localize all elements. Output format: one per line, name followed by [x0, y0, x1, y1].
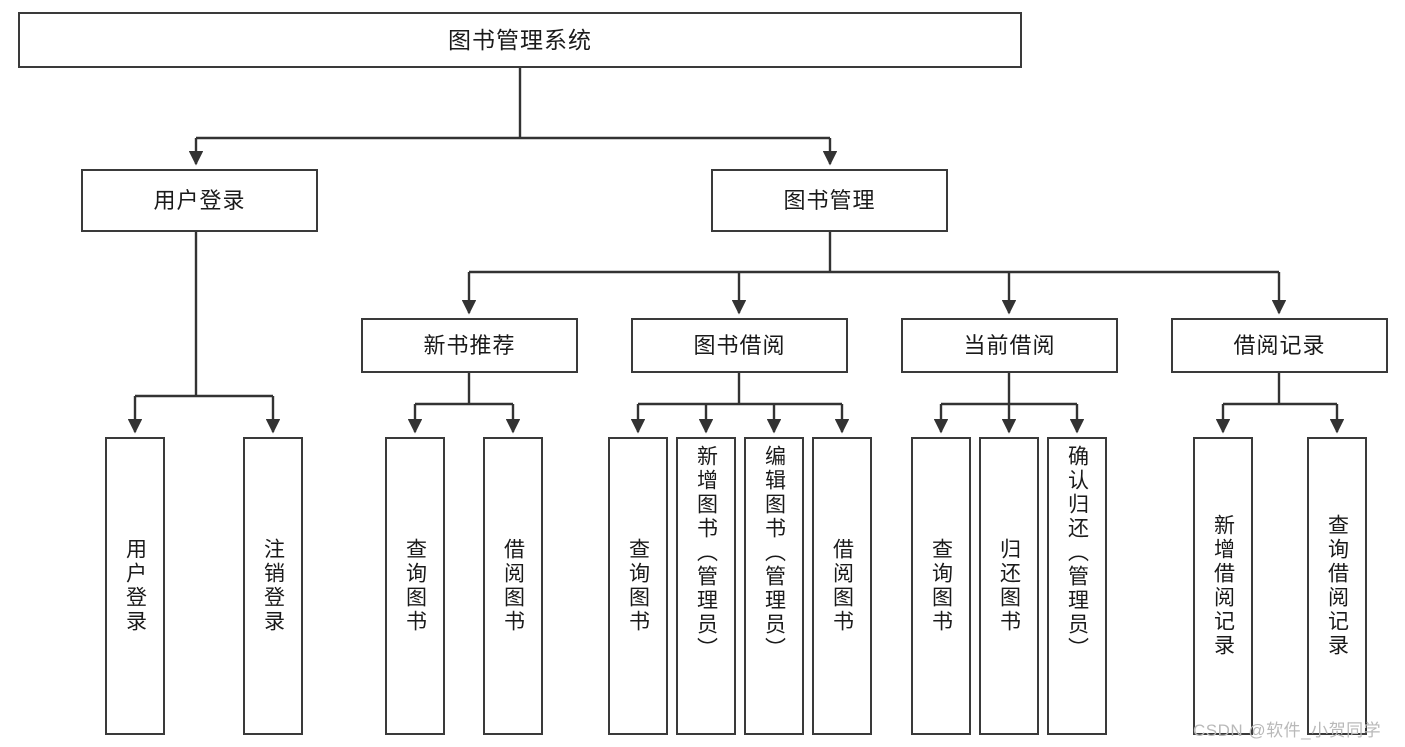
node-label: 查询图书 [929, 538, 953, 634]
node-label: 查询图书 [403, 538, 427, 634]
csdn-watermark: CSDN @软件_小贺同学 [1193, 721, 1382, 740]
leaf-edit-book-admin[interactable]: 编辑图书（管理员） [744, 437, 804, 735]
node-root-book-management-system[interactable]: 图书管理系统 [18, 12, 1022, 68]
node-label: 新增图书（管理员） [694, 445, 718, 661]
node-label: 注销登录 [261, 538, 285, 634]
leaf-logout[interactable]: 注销登录 [243, 437, 303, 735]
node-label: 用户登录 [123, 538, 147, 634]
node-label: 编辑图书（管理员） [762, 445, 786, 661]
node-user-login[interactable]: 用户登录 [81, 169, 318, 232]
node-book-management[interactable]: 图书管理 [711, 169, 948, 232]
leaf-add-book-admin[interactable]: 新增图书（管理员） [676, 437, 736, 735]
leaf-confirm-return-admin[interactable]: 确认归还（管理员） [1047, 437, 1107, 735]
leaf-query-book-current[interactable]: 查询图书 [911, 437, 971, 735]
leaf-query-book-borrowing[interactable]: 查询图书 [608, 437, 668, 735]
node-label: 查询借阅记录 [1325, 514, 1349, 658]
leaf-query-book-recommendation[interactable]: 查询图书 [385, 437, 445, 735]
leaf-borrow-book-recommendation[interactable]: 借阅图书 [483, 437, 543, 735]
node-label: 图书借阅 [693, 332, 786, 358]
node-label: 图书管理系统 [448, 26, 592, 53]
node-current-borrowing[interactable]: 当前借阅 [901, 318, 1118, 373]
node-new-book-recommendation[interactable]: 新书推荐 [361, 318, 578, 373]
node-label: 图书管理 [783, 187, 876, 213]
node-label: 归还图书 [997, 538, 1021, 634]
leaf-user-login[interactable]: 用户登录 [105, 437, 165, 735]
node-label: 新书推荐 [423, 332, 516, 358]
node-label: 借阅记录 [1233, 332, 1326, 358]
node-label: 当前借阅 [963, 332, 1056, 358]
leaf-query-borrow-record[interactable]: 查询借阅记录 [1307, 437, 1367, 735]
node-label: 借阅图书 [501, 538, 525, 634]
node-label: 用户登录 [153, 187, 246, 213]
leaf-borrow-book-borrowing[interactable]: 借阅图书 [812, 437, 872, 735]
node-label: 新增借阅记录 [1211, 514, 1235, 658]
leaf-return-book[interactable]: 归还图书 [979, 437, 1039, 735]
node-borrowing-record[interactable]: 借阅记录 [1171, 318, 1388, 373]
node-label: 借阅图书 [830, 538, 854, 634]
node-book-borrowing[interactable]: 图书借阅 [631, 318, 848, 373]
node-label: 查询图书 [626, 538, 650, 634]
leaf-add-borrow-record[interactable]: 新增借阅记录 [1193, 437, 1253, 735]
node-label: 确认归还（管理员） [1065, 445, 1089, 661]
